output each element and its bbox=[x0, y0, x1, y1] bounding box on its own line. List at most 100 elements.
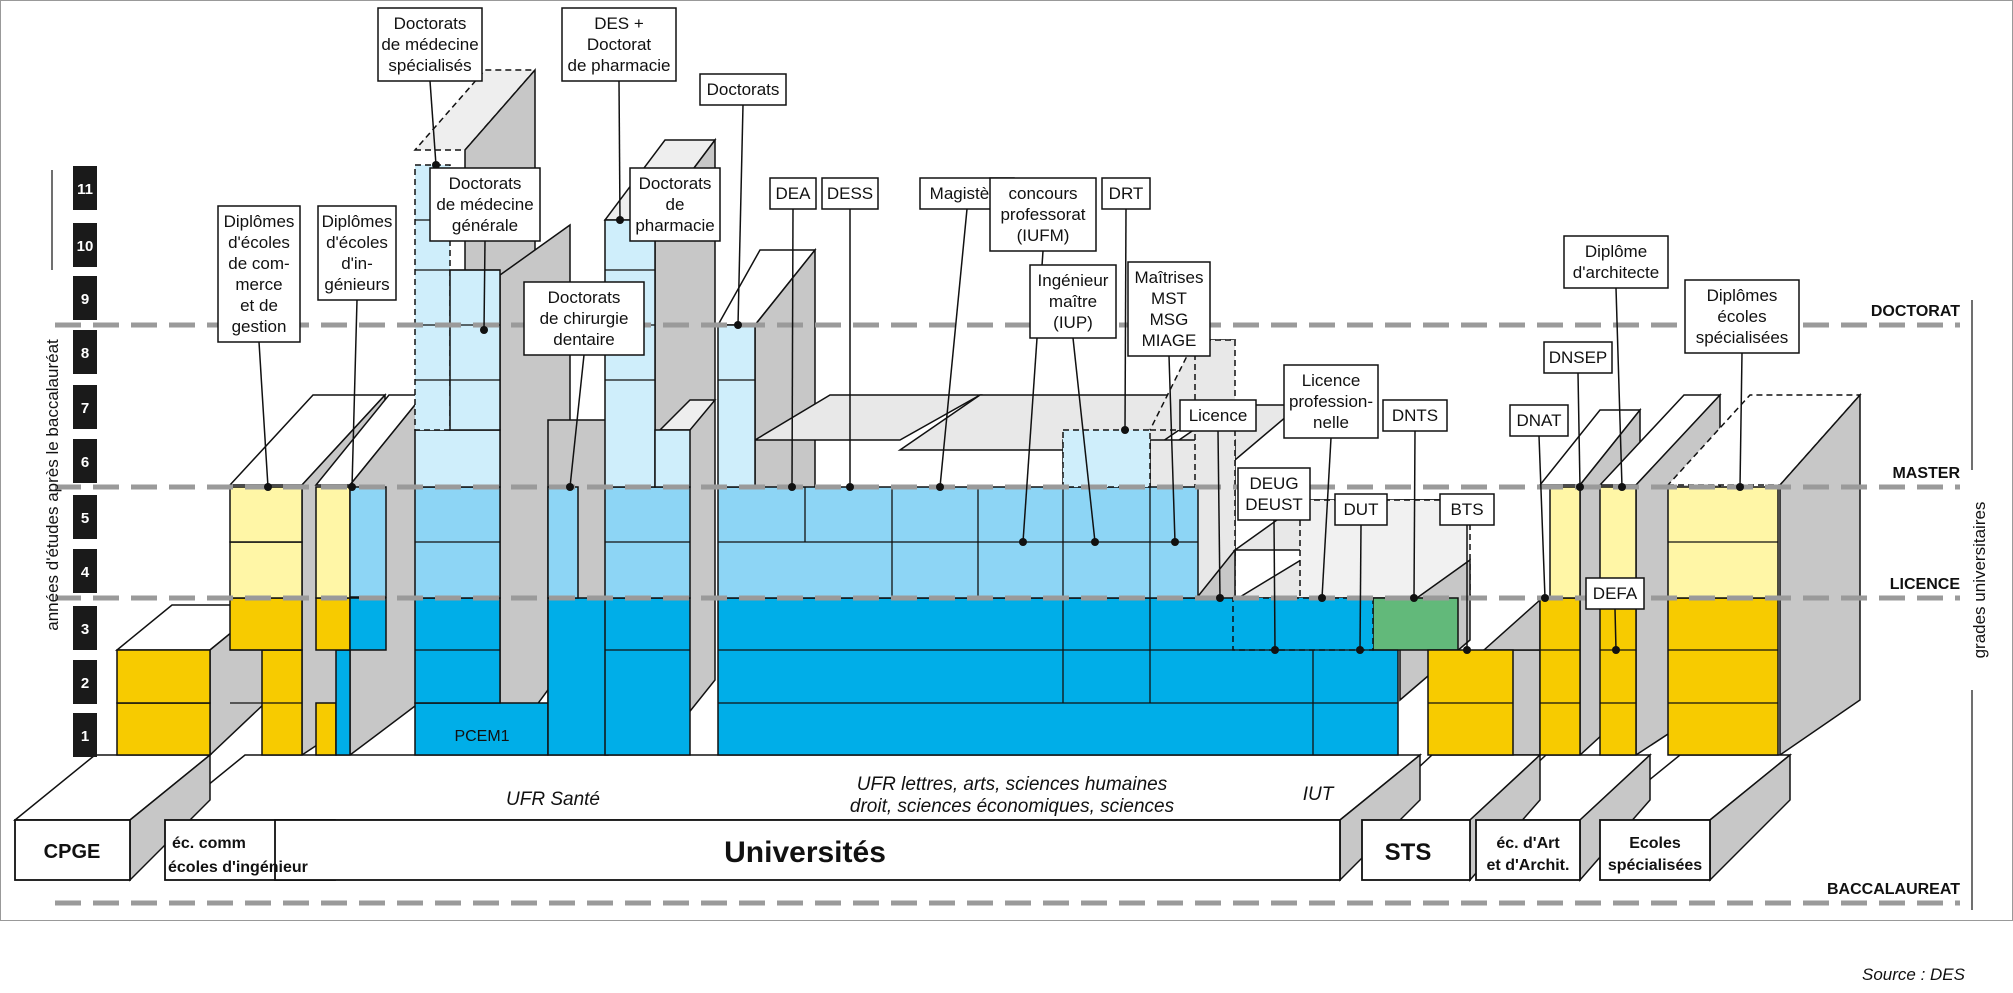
callout-med-spec: Doctorats de médecine spécialisés bbox=[377, 7, 483, 169]
callout-box bbox=[1237, 467, 1311, 521]
callout-text: DNSEP bbox=[1549, 348, 1608, 367]
callout-dot bbox=[432, 161, 440, 169]
callout-text: de pharmacie bbox=[567, 56, 670, 75]
callout-text: d'in- bbox=[341, 254, 373, 273]
callout-dot bbox=[1576, 483, 1584, 491]
callout-text: de chirurgie bbox=[540, 309, 629, 328]
callout-text: profession- bbox=[1289, 392, 1373, 411]
callout-box bbox=[769, 177, 817, 210]
callout-text: DEFA bbox=[1593, 584, 1638, 603]
callout-dot bbox=[1541, 594, 1549, 602]
callout-dnts: DNTS bbox=[1382, 399, 1448, 602]
callout-drt: DRT bbox=[1101, 177, 1151, 434]
ufr-lettres-label-1: UFR lettres, arts, sciences humaines bbox=[857, 774, 1168, 795]
callout-box bbox=[317, 205, 397, 301]
esp-label-2: spécialisées bbox=[1608, 857, 1702, 874]
callout-text: professorat bbox=[1000, 205, 1085, 224]
callout-leader bbox=[1538, 435, 1546, 599]
callout-dot bbox=[1271, 646, 1279, 654]
year-box-8 bbox=[73, 330, 97, 374]
callout-leader bbox=[569, 354, 585, 488]
coloured-blocks bbox=[116, 164, 1779, 756]
callout-text: nelle bbox=[1313, 413, 1349, 432]
callout-leader bbox=[1359, 524, 1362, 651]
callout-leader bbox=[1577, 372, 1581, 488]
year-label-9: 9 bbox=[81, 291, 89, 308]
sts-base bbox=[1361, 819, 1471, 881]
level-doctorat: DOCTORAT bbox=[1871, 303, 1960, 320]
callout-box bbox=[1543, 341, 1613, 374]
year-label-1: 1 bbox=[81, 728, 89, 745]
callout-text: Doctorats bbox=[707, 80, 780, 99]
year-box-2 bbox=[73, 660, 97, 704]
callout-leader bbox=[483, 240, 486, 331]
year-box-4 bbox=[73, 549, 97, 593]
callout-box bbox=[1334, 493, 1388, 526]
callout-box bbox=[1283, 364, 1379, 439]
callout-text: génieurs bbox=[324, 275, 389, 294]
callout-leader bbox=[1217, 430, 1221, 599]
callout-box bbox=[1585, 577, 1645, 610]
callout-box bbox=[1439, 493, 1495, 526]
callout-text: DNAT bbox=[1516, 411, 1561, 430]
callout-box bbox=[561, 7, 677, 82]
callout-box bbox=[1684, 279, 1800, 354]
year-label-6: 6 bbox=[81, 454, 89, 471]
year-label-2: 2 bbox=[81, 675, 89, 692]
callout-text: Licence bbox=[1302, 371, 1361, 390]
callout-text: dentaire bbox=[553, 330, 614, 349]
callout-leader bbox=[1614, 608, 1617, 651]
callout-dot bbox=[1618, 483, 1626, 491]
callout-leader bbox=[618, 80, 621, 221]
level-licence: LICENCE bbox=[1890, 576, 1961, 593]
callout-box bbox=[217, 205, 301, 343]
art-label-1: éc. d'Art bbox=[1496, 835, 1560, 852]
callout-text: Diplôme bbox=[1585, 242, 1647, 261]
pcem1-label: PCEM1 bbox=[454, 728, 509, 745]
callout-dot bbox=[480, 326, 488, 334]
callout-leader bbox=[429, 80, 437, 166]
callout-dot bbox=[1171, 538, 1179, 546]
callout-dnat: DNAT bbox=[1509, 404, 1569, 602]
cpge-year-2 bbox=[116, 649, 211, 704]
universites-base bbox=[274, 819, 1341, 881]
year-box-1 bbox=[73, 713, 97, 757]
callout-text: de com- bbox=[228, 254, 289, 273]
callout-dot bbox=[846, 483, 854, 491]
year-label-4: 4 bbox=[81, 564, 90, 581]
level-master: MASTER bbox=[1892, 465, 1960, 482]
callout-dot bbox=[734, 321, 742, 329]
callout-leader bbox=[791, 208, 794, 488]
callout-leader bbox=[939, 208, 968, 488]
callout-text: Doctorats bbox=[639, 174, 712, 193]
year-box-5 bbox=[73, 495, 97, 539]
source-note: Source : DES bbox=[1862, 965, 1966, 984]
callout-text: Doctorats bbox=[394, 14, 467, 33]
cpge-label: CPGE bbox=[44, 841, 101, 863]
callout-text: Magistère bbox=[930, 184, 1005, 203]
ecoles-label-2: écoles d'ingénieur bbox=[168, 859, 308, 876]
callout-text: DEUG bbox=[1249, 474, 1298, 493]
callout-text: DNTS bbox=[1392, 406, 1438, 425]
pcem1-block bbox=[414, 702, 549, 756]
institution-bases bbox=[14, 819, 1711, 881]
callout-box bbox=[1029, 264, 1117, 339]
callout-text: spécialisés bbox=[388, 56, 471, 75]
callout-text: maître bbox=[1049, 292, 1097, 311]
level-baccalaureat: BACCALAUREAT bbox=[1827, 881, 1960, 898]
callout-leader bbox=[1273, 519, 1276, 651]
callout-box bbox=[629, 167, 721, 242]
callout-text: de médecine bbox=[381, 35, 478, 54]
callout-box bbox=[989, 177, 1097, 252]
callout-leader bbox=[351, 299, 358, 488]
callout-text: DRT bbox=[1109, 184, 1144, 203]
callout-dot bbox=[616, 216, 624, 224]
callout-box bbox=[523, 281, 645, 356]
